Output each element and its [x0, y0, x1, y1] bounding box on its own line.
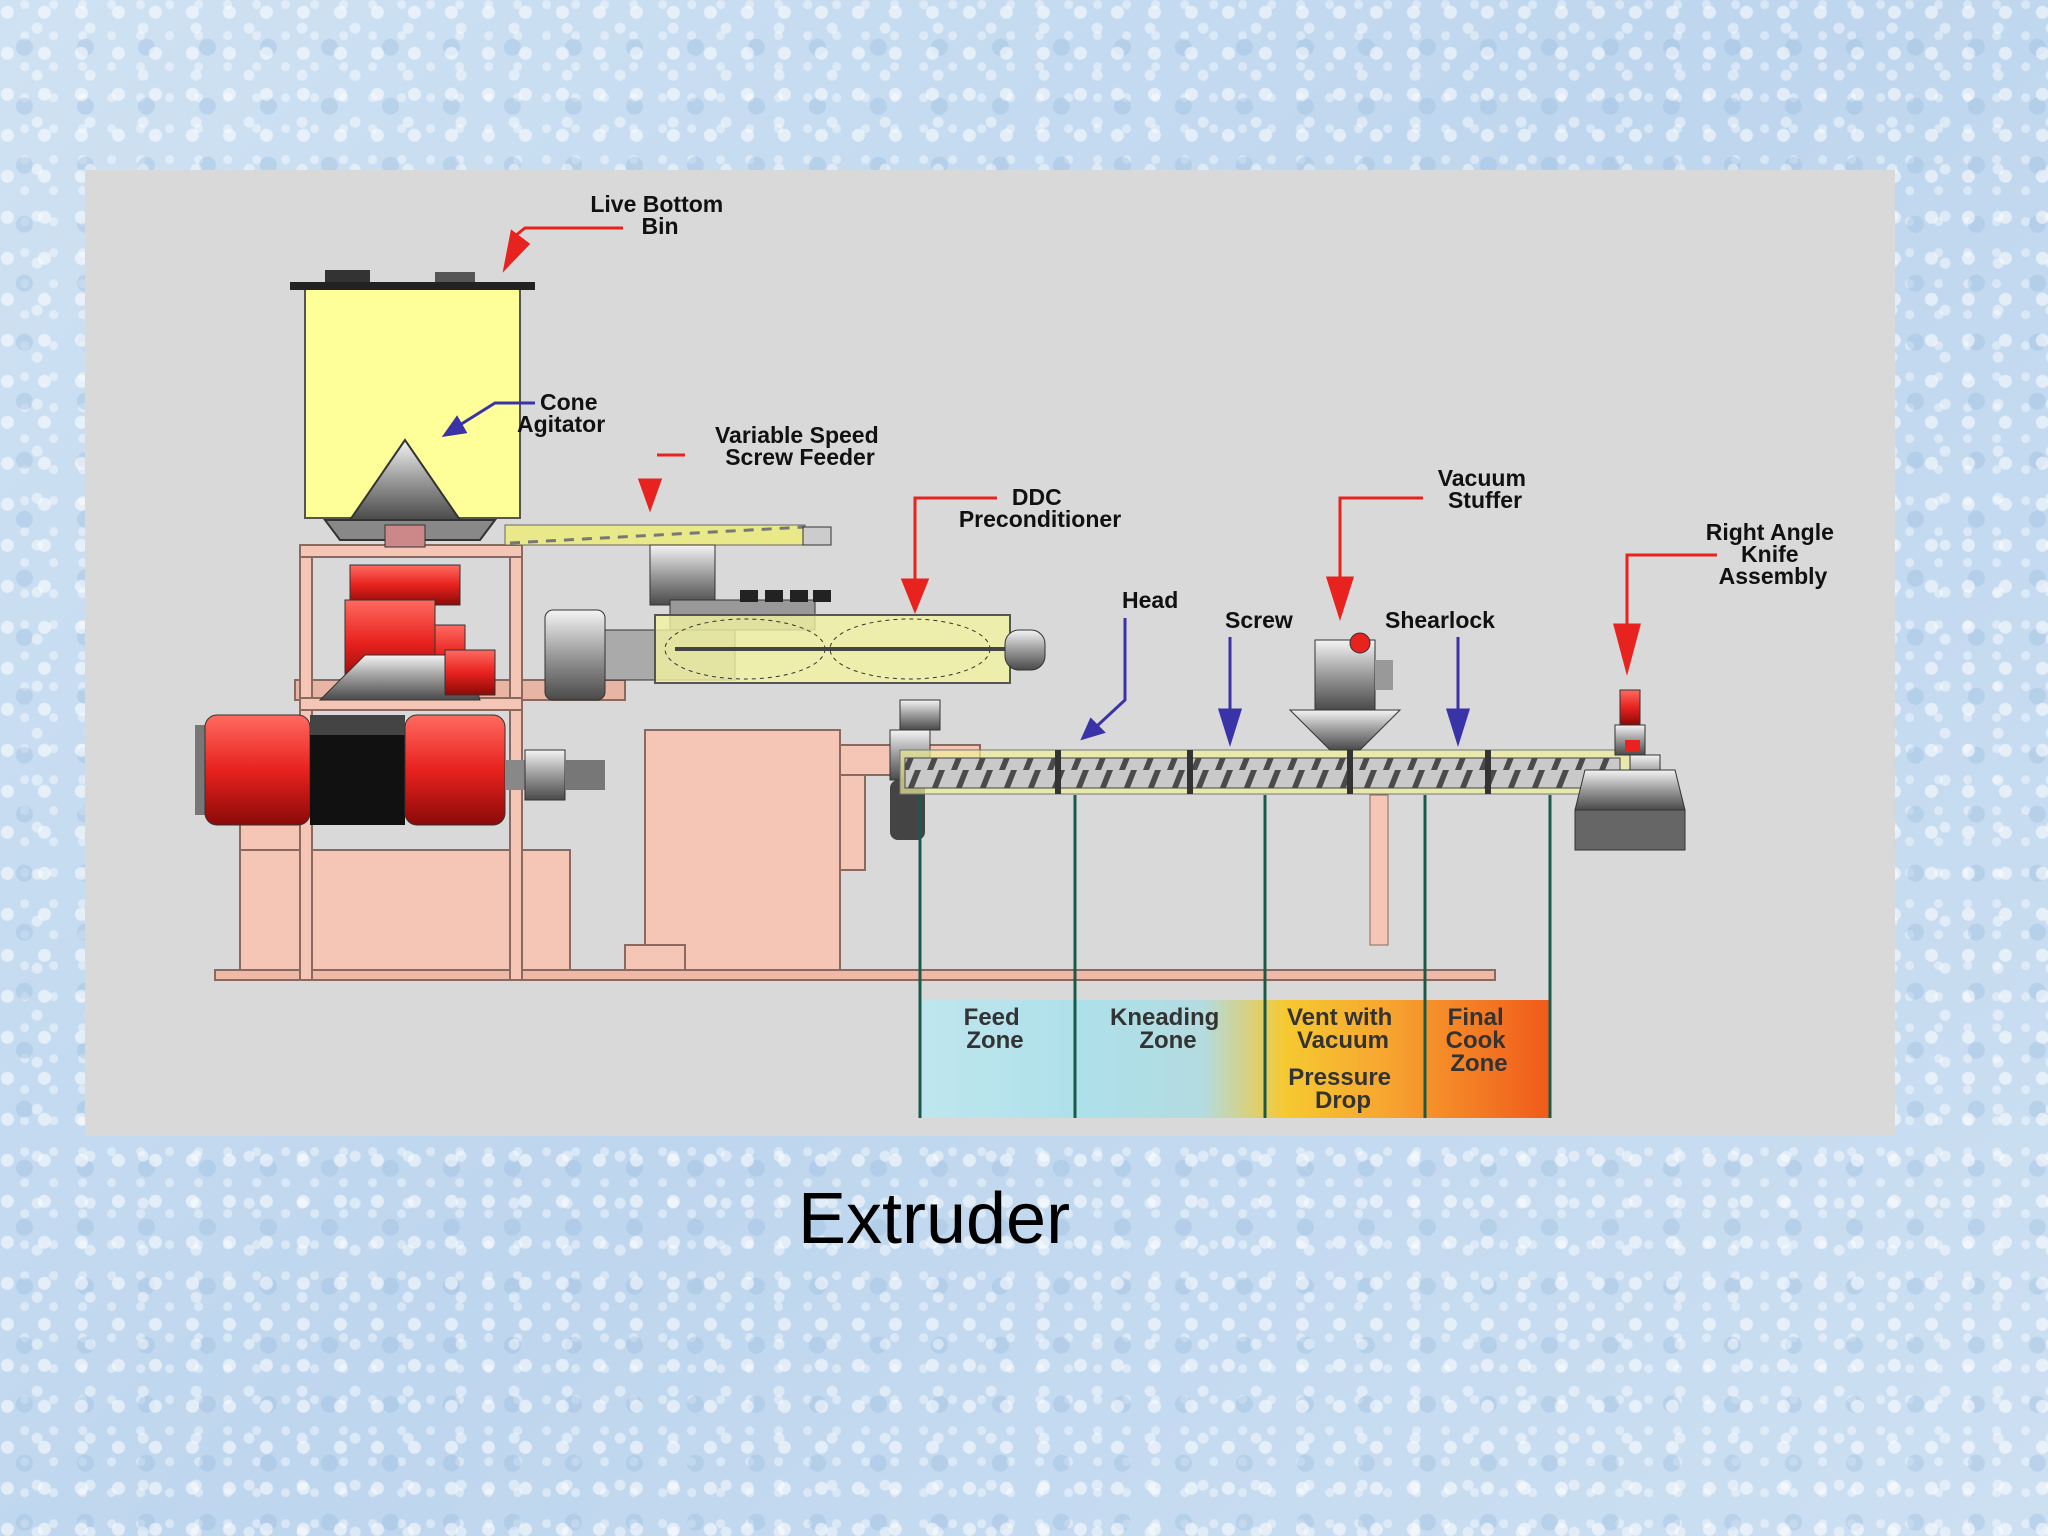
- label-live-bottom-bin: Live Bottom Bin: [590, 191, 729, 239]
- pointer-head: [1080, 618, 1127, 741]
- label-vacuum-stuffer: Vacuum Stuffer: [1438, 465, 1533, 513]
- zone-band: [920, 1000, 1550, 1118]
- pointer-shearlock: [1445, 637, 1471, 748]
- slide-caption: Extruder: [797, 1179, 1071, 1259]
- gearbox: [318, 564, 496, 701]
- pointer-live-bottom-bin: [502, 226, 623, 273]
- pointer-screw-feeder: [637, 453, 685, 513]
- zone-vent-label: Vent with Vacuum: [1287, 1004, 1399, 1054]
- pointer-preconditioner: [900, 496, 997, 615]
- zone-final-cook-label: Final Cook Zone: [1446, 1004, 1513, 1077]
- pointer-screw: [1217, 637, 1243, 748]
- screw-feeder: [504, 524, 832, 546]
- label-shearlock: Shearlock: [1385, 607, 1495, 633]
- zone-pressure-drop-label: Pressure Drop: [1288, 1064, 1397, 1114]
- label-preconditioner: DDC Preconditioner: [959, 484, 1121, 532]
- label-head: Head: [1122, 587, 1178, 613]
- label-screw-feeder: Variable Speed Screw Feeder: [715, 422, 885, 470]
- extruder-barrel: [889, 699, 1661, 840]
- label-cone-agitator: Cone Agitator: [517, 389, 605, 437]
- label-knife-assembly: Right Angle Knife Assembly: [1706, 519, 1841, 589]
- zone-feed-label: Feed Zone: [964, 1004, 1027, 1054]
- zone-kneading-label: Kneading Zone: [1110, 1004, 1226, 1054]
- label-screw: Screw: [1225, 607, 1293, 633]
- pointer-knife-assembly: [1613, 553, 1717, 676]
- cone-agitator: [323, 438, 497, 548]
- main-motor: [195, 714, 605, 826]
- pointer-cone-agitator: [441, 401, 535, 438]
- pointer-vacuum-stuffer: [1325, 496, 1423, 621]
- knife-assembly: [1574, 689, 1686, 851]
- vacuum-stuffer: [1288, 632, 1402, 946]
- ddc-preconditioner: [544, 544, 1046, 701]
- extruder-diagram: Feed Zone Kneading Zone Vent with Vacuum…: [85, 170, 1895, 1136]
